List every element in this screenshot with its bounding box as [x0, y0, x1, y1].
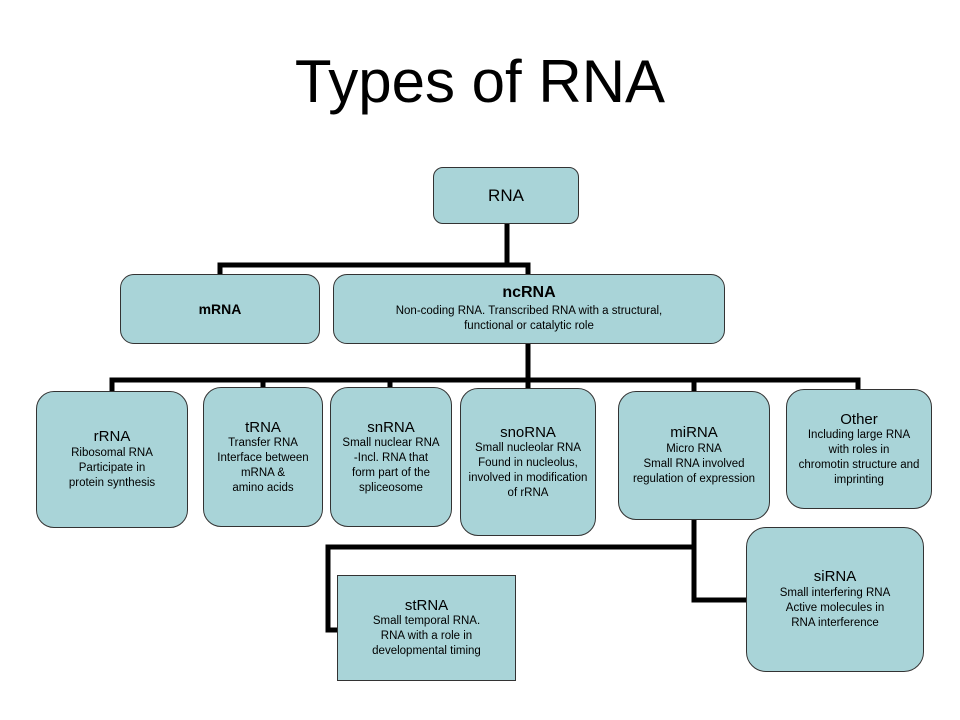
node-title: ncRNA: [502, 283, 556, 301]
node-line: Transfer RNA: [228, 436, 298, 449]
node-line: functional or catalytic role: [464, 320, 594, 333]
node-line: Small temporal RNA.: [372, 615, 481, 628]
node-line: with roles in: [828, 443, 890, 456]
node-sirna: siRNA Small interfering RNA Active molec…: [746, 527, 924, 672]
node-mirna: miRNA Micro RNA Small RNA involved regul…: [618, 391, 770, 520]
node-title: RNA: [488, 185, 524, 205]
node-line: Small nucleolar RNA: [474, 441, 582, 454]
node-trna: tRNA Transfer RNA Interface between mRNA…: [203, 387, 323, 527]
node-line: mRNA &: [240, 466, 286, 479]
node-line: -Incl. RNA that: [353, 451, 429, 464]
node-line: Small interfering RNA: [779, 586, 891, 599]
node-line: Interface between: [217, 451, 309, 464]
node-other: Other Including large RNA with roles in …: [786, 389, 932, 509]
node-title: Other: [840, 410, 878, 428]
node-snrna: snRNA Small nuclear RNA -Incl. RNA that …: [330, 387, 452, 527]
node-mrna: mRNA: [120, 274, 320, 344]
node-snorna: snoRNA Small nucleolar RNA Found in nucl…: [460, 388, 596, 536]
node-title: rRNA: [93, 428, 131, 446]
node-line: amino acids: [232, 481, 294, 494]
node-line: Found in nucleolus,: [478, 456, 578, 469]
node-line: Participate in: [78, 461, 146, 474]
node-line: chromotin structure and: [798, 458, 920, 471]
node-line: imprinting: [834, 473, 884, 486]
node-title: snoRNA: [500, 423, 556, 441]
node-line: spliceosome: [359, 481, 423, 494]
node-line: Non-coding RNA. Transcribed RNA with a s…: [395, 305, 663, 318]
node-title: tRNA: [245, 418, 281, 436]
node-line: protein synthesis: [68, 476, 156, 489]
node-line: of rRNA: [507, 486, 549, 499]
node-line: regulation of expression: [632, 472, 756, 485]
node-rrna: rRNA Ribosomal RNA Participate in protei…: [36, 391, 188, 528]
node-line: Micro RNA: [666, 442, 722, 455]
node-line: Including large RNA: [807, 428, 911, 441]
node-rna: RNA: [433, 167, 579, 224]
node-line: developmental timing: [372, 645, 481, 658]
node-title: miRNA: [670, 424, 718, 442]
node-title: siRNA: [813, 568, 857, 586]
page-title: Types of RNA: [294, 48, 666, 115]
node-title: snRNA: [367, 418, 415, 436]
node-line: Small RNA involved: [643, 457, 745, 470]
node-line: form part of the: [352, 466, 430, 479]
node-title: stRNA: [404, 596, 449, 614]
node-title: mRNA: [198, 300, 242, 317]
node-line: involved in modification: [468, 471, 588, 484]
node-line: RNA interference: [791, 616, 879, 629]
node-line: Small nuclear RNA: [342, 436, 440, 449]
node-line: Ribosomal RNA: [71, 446, 153, 459]
node-ncrna: ncRNA Non-coding RNA. Transcribed RNA wi…: [333, 274, 725, 344]
node-line: RNA with a role in: [380, 630, 473, 643]
node-strna: stRNA Small temporal RNA. RNA with a rol…: [337, 575, 516, 681]
node-line: Active molecules in: [785, 601, 885, 614]
